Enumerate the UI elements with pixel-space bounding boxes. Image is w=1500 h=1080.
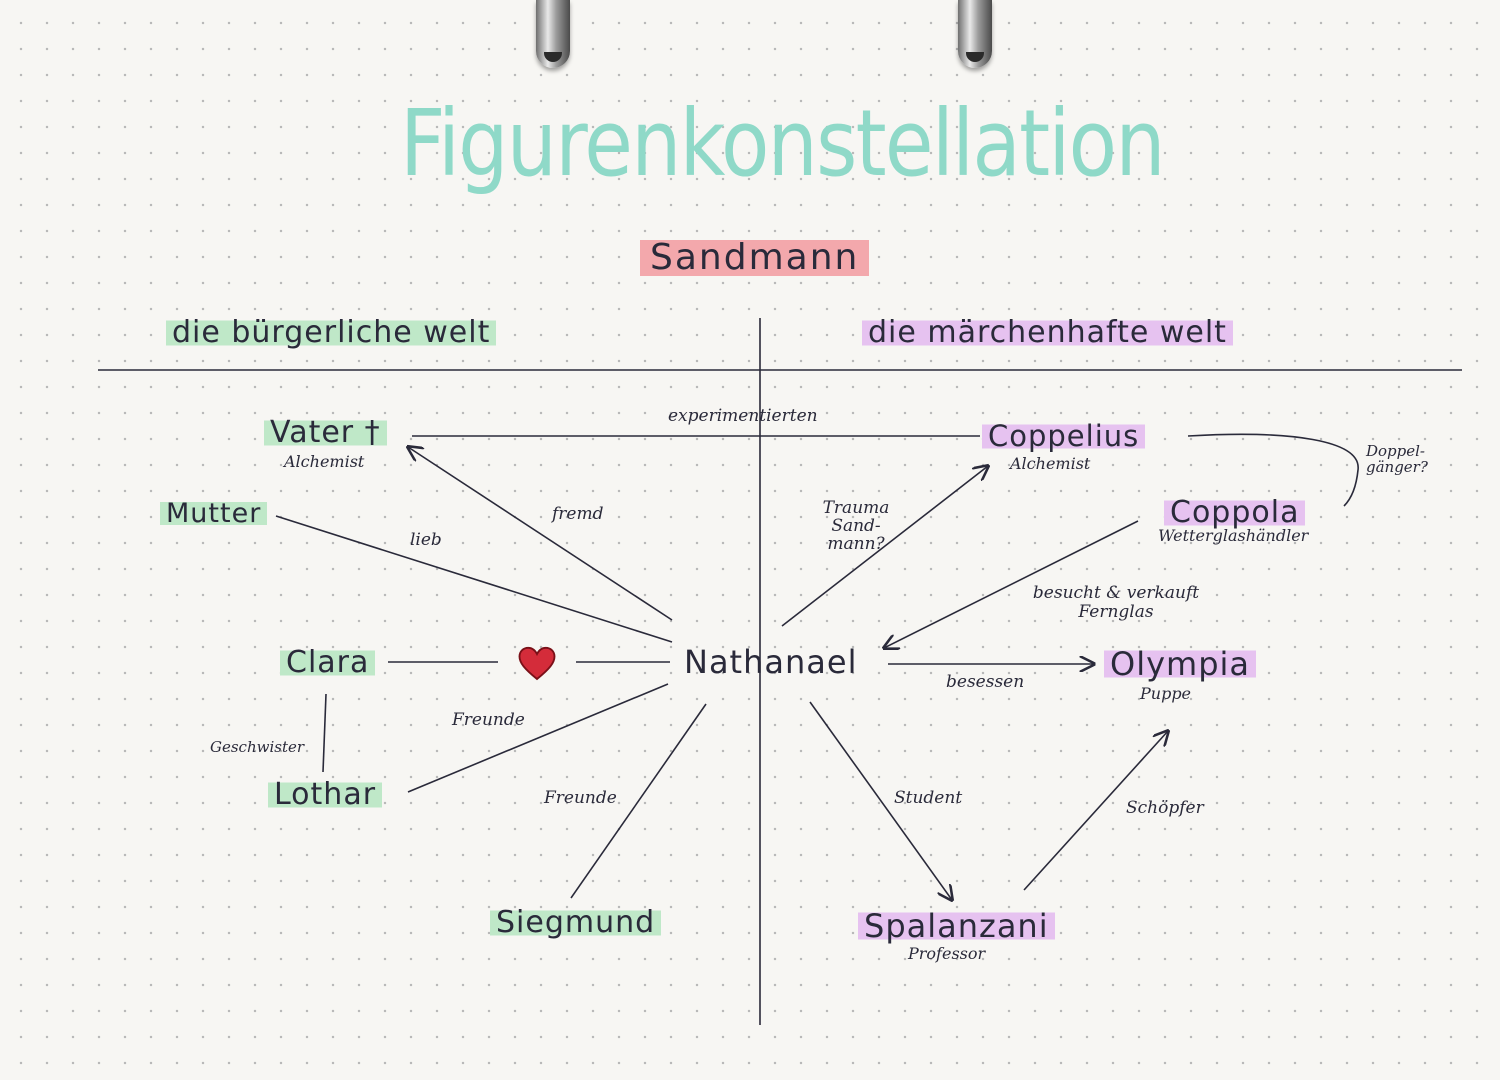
- heart-icon: [518, 646, 556, 681]
- label-freunde-lothar: Freunde: [452, 710, 525, 730]
- label-geschwister: Geschwister: [210, 738, 305, 756]
- figure-vater: Vater †: [264, 418, 387, 448]
- edge-coppola-nathanael: [884, 520, 1139, 648]
- figure-coppelius-role: Alchemist: [1010, 454, 1091, 473]
- figure-coppola: Coppola: [1164, 498, 1306, 528]
- figure-lothar: Lothar: [268, 780, 383, 810]
- label-schoepfer: Schöpfer: [1126, 798, 1204, 818]
- figure-mutter: Mutter: [160, 500, 268, 527]
- label-lieb: lieb: [410, 530, 442, 550]
- label-student: Student: [894, 788, 963, 808]
- edge-spalanzani-olympia: [1023, 731, 1168, 891]
- binder-ring-left: [536, 0, 570, 68]
- edge-coppelius-coppola-bracket: [1187, 433, 1359, 507]
- figure-siegmund: Siegmund: [490, 908, 662, 938]
- figure-coppelius: Coppelius: [982, 422, 1146, 451]
- edge-clara-lothar: [322, 693, 327, 773]
- edge-nathanael-spalanzani: [809, 701, 952, 900]
- figure-spalanzani-role: Professor: [908, 944, 986, 963]
- figure-clara: Clara: [280, 648, 376, 678]
- label-doppelganger: Doppel-gänger?: [1366, 442, 1428, 476]
- figure-olympia: Olympia: [1104, 648, 1256, 680]
- page-title: Figurenkonstellation: [400, 90, 1166, 197]
- label-besessen: besessen: [946, 672, 1025, 692]
- figure-vater-role: Alchemist: [284, 452, 365, 471]
- label-besucht: besucht & verkauft Fernglas: [1032, 583, 1200, 622]
- subtitle: Sandmann: [640, 238, 870, 278]
- edge-mutter-nathanael: [275, 515, 673, 643]
- world-left-label: die bürgerliche welt: [166, 318, 497, 348]
- figure-nathanael: Nathanael: [684, 643, 858, 681]
- figure-coppola-role: Wetterglashändler: [1158, 526, 1309, 545]
- binder-ring-right: [958, 0, 992, 68]
- label-trauma: Trauma Sand-mann?: [822, 498, 890, 554]
- figure-olympia-role: Puppe: [1140, 684, 1192, 703]
- label-freunde-siegmund: Freunde: [544, 788, 617, 808]
- edge-lothar-nathanael: [407, 683, 669, 793]
- world-right-label: die märchenhafte welt: [862, 318, 1233, 348]
- edge-nathanael-vater: [408, 447, 673, 621]
- label-experimentierten: experimentierten: [668, 406, 818, 426]
- label-fremd: fremd: [552, 504, 604, 524]
- edge-siegmund-nathanael: [570, 703, 707, 899]
- figure-spalanzani: Spalanzani: [858, 910, 1055, 942]
- edge-nathanael-coppelius: [781, 466, 988, 627]
